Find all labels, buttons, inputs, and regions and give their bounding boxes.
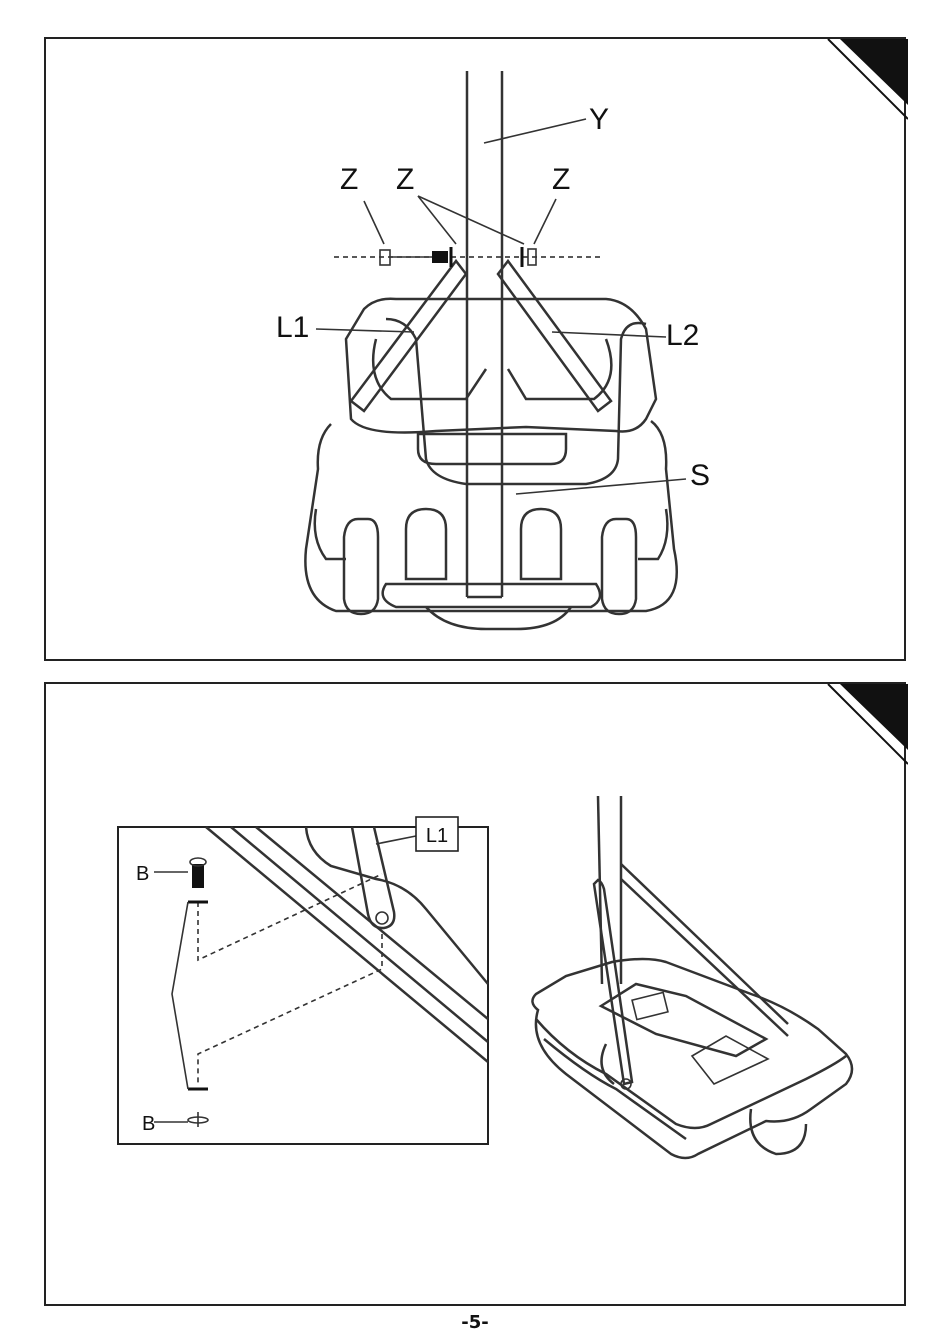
label-l1: L1 [276,311,309,344]
step-panel-top: Y Z Z Z L1 L2 S [44,37,906,661]
step-panel-bottom: L1 B B [44,682,906,1306]
support-arms [351,261,611,411]
detail-label-b-top: B [136,863,149,885]
detail-inset: L1 B B [118,817,488,1144]
pole-y [467,71,502,597]
corner-tab [840,684,908,750]
label-z-middle: Z [396,163,414,196]
label-y: Y [589,103,609,136]
corner-tab [840,39,908,105]
base-isometric [532,796,852,1158]
label-z-right: Z [552,163,570,196]
detail-label-b-bottom: B [142,1113,155,1135]
base-s [305,299,676,629]
assembly-diagram-bottom: L1 B B [46,684,908,1308]
label-z-left: Z [340,163,358,196]
label-l2: L2 [666,319,699,352]
label-s: S [690,459,710,492]
page-number: -5- [0,1312,950,1333]
detail-label-l1: L1 [426,825,448,847]
assembly-diagram-top: Y Z Z Z L1 L2 S [46,39,908,663]
